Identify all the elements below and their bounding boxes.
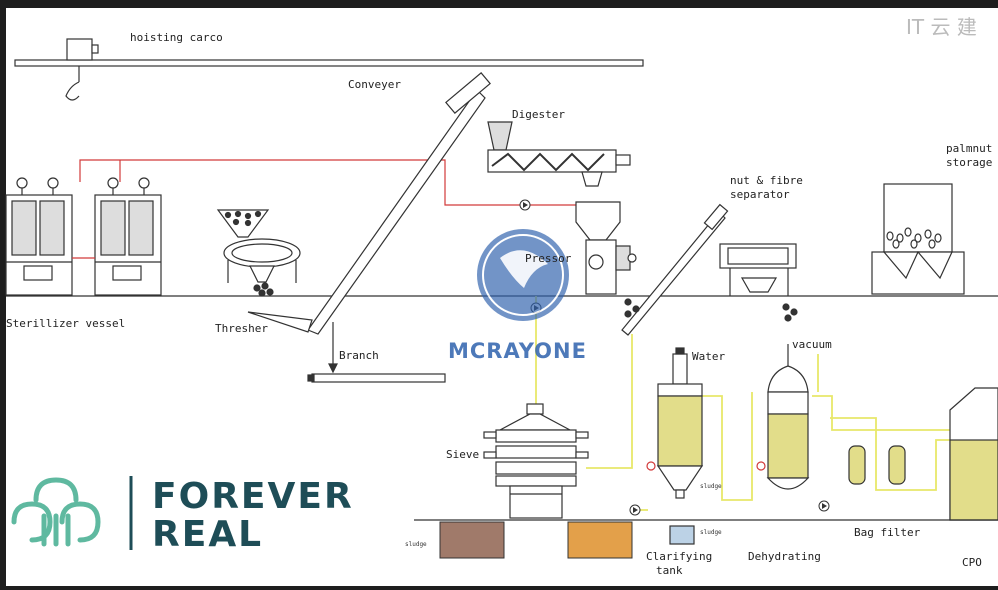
pressor	[575, 201, 637, 295]
label-sludge-1: sludge	[405, 541, 427, 548]
palmnut-pile	[886, 227, 942, 249]
forever-real-logo-mark	[11, 477, 101, 547]
sterilizer-vessel-2	[94, 177, 162, 296]
label-vacuum: vacuum	[792, 338, 832, 351]
arrow-icon	[523, 202, 528, 208]
cpo-tank	[949, 387, 998, 521]
label-clarifying-1: Clarifying	[646, 550, 712, 563]
sterilizer-vessel-1	[5, 177, 73, 296]
arrow-icon	[633, 507, 638, 513]
nut-fibre-separator	[621, 203, 798, 336]
label-hoisting: hoisting carco	[130, 31, 223, 44]
sludge-tank-1	[439, 521, 505, 559]
label-branch: Branch	[339, 349, 379, 362]
watermark-text: MCRAYONE	[448, 339, 587, 363]
corner-watermark: IT 云 建	[906, 15, 977, 39]
label-bag-filter: Bag filter	[854, 526, 921, 539]
arrow-icon	[822, 503, 827, 509]
label-sludge-2: sludge	[700, 529, 722, 536]
clarifying-tank	[646, 347, 704, 545]
bag-filter	[848, 445, 906, 485]
sieve	[483, 403, 589, 519]
label-sieve: Sieve	[446, 448, 479, 461]
conveyer	[247, 72, 491, 335]
label-nut-fibre-2: separator	[730, 188, 790, 201]
label-cpo: CPO	[962, 556, 982, 569]
label-clarifying-2: tank	[656, 564, 683, 577]
hoisting-crane	[14, 38, 644, 101]
mcrayone-watermark: MCRAYONE	[448, 229, 587, 363]
branch-conveyor	[307, 322, 446, 383]
brand-line-1: FOREVER	[152, 476, 354, 517]
label-pressor: Pressor	[525, 252, 572, 265]
label-sterilizer: Sterillizer vessel	[6, 317, 125, 330]
dehydrating-tank	[756, 344, 810, 490]
label-nut-fibre-1: nut & fibre	[730, 174, 803, 187]
label-conveyer: Conveyer	[348, 78, 401, 91]
label-water: Water	[692, 350, 725, 363]
label-palmnut-2: storage	[946, 156, 992, 169]
sludge-tank-2	[567, 521, 633, 559]
brand-line-2: REAL	[152, 514, 263, 555]
label-dehydrating: Dehydrating	[748, 550, 821, 563]
thresher	[216, 209, 301, 297]
label-sludge-3: sludge	[700, 483, 722, 490]
label-digester: Digester	[512, 108, 565, 121]
steam-pipes	[79, 159, 592, 206]
label-thresher: Thresher	[215, 322, 268, 335]
digester	[487, 121, 631, 187]
label-palmnut-1: palmnut	[946, 142, 992, 155]
